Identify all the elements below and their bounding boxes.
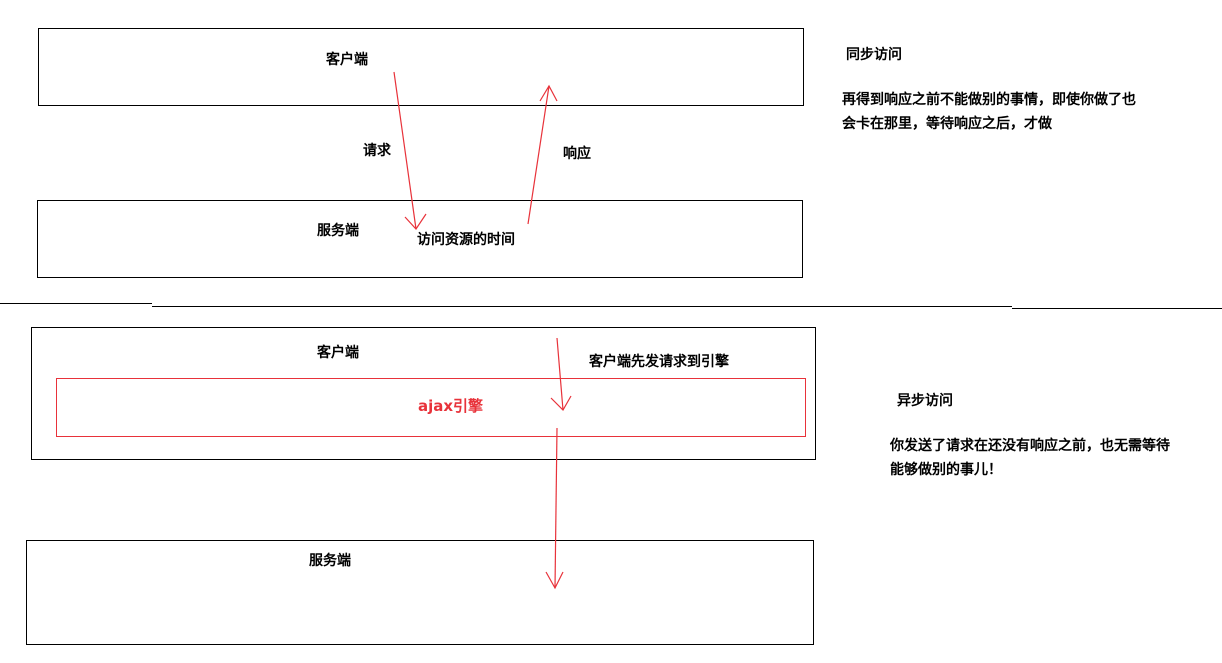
async-title: 异步访问 <box>897 393 953 409</box>
sync-request-arrow-shaft <box>393 71 417 230</box>
sync-response-label: 响应 <box>563 146 591 162</box>
section-divider-middle <box>152 306 1012 307</box>
section-divider-right <box>1012 308 1222 309</box>
async-send-arrow-shaft <box>556 337 564 411</box>
ajax-engine-box <box>56 378 806 437</box>
sync-access-time-label: 访问资源的时间 <box>417 232 515 248</box>
sync-title: 同步访问 <box>846 47 902 63</box>
sync-response-arrow-shaft <box>527 85 550 225</box>
sync-description-line-2: 会卡在那里，等待响应之后，才做 <box>842 116 1052 132</box>
async-client-box <box>31 327 816 460</box>
async-send-label: 客户端先发请求到引擎 <box>589 354 729 370</box>
async-forward-arrow-head <box>545 571 564 590</box>
async-forward-arrow-shaft <box>554 427 558 589</box>
sync-request-label: 请求 <box>363 143 391 159</box>
section-divider-left <box>0 303 152 304</box>
sync-description-line-1: 再得到响应之前不能做别的事情，即使你做了也 <box>842 92 1136 108</box>
sync-response-arrow-head <box>539 84 558 102</box>
async-client-label: 客户端 <box>317 345 359 361</box>
async-server-label: 服务端 <box>309 553 351 569</box>
sync-server-label: 服务端 <box>317 223 359 239</box>
sync-client-label: 客户端 <box>326 52 368 68</box>
async-description-line-1: 你发送了请求在还没有响应之前，也无需等待 <box>890 438 1170 454</box>
sync-client-box <box>38 28 804 106</box>
async-send-arrow-head <box>550 395 572 411</box>
async-server-box <box>26 540 814 645</box>
sync-request-arrow-head <box>404 213 427 230</box>
ajax-engine-label: ajax引擎 <box>418 397 484 415</box>
async-description-line-2: 能够做别的事儿！ <box>890 462 1002 478</box>
sync-server-box <box>37 200 803 278</box>
